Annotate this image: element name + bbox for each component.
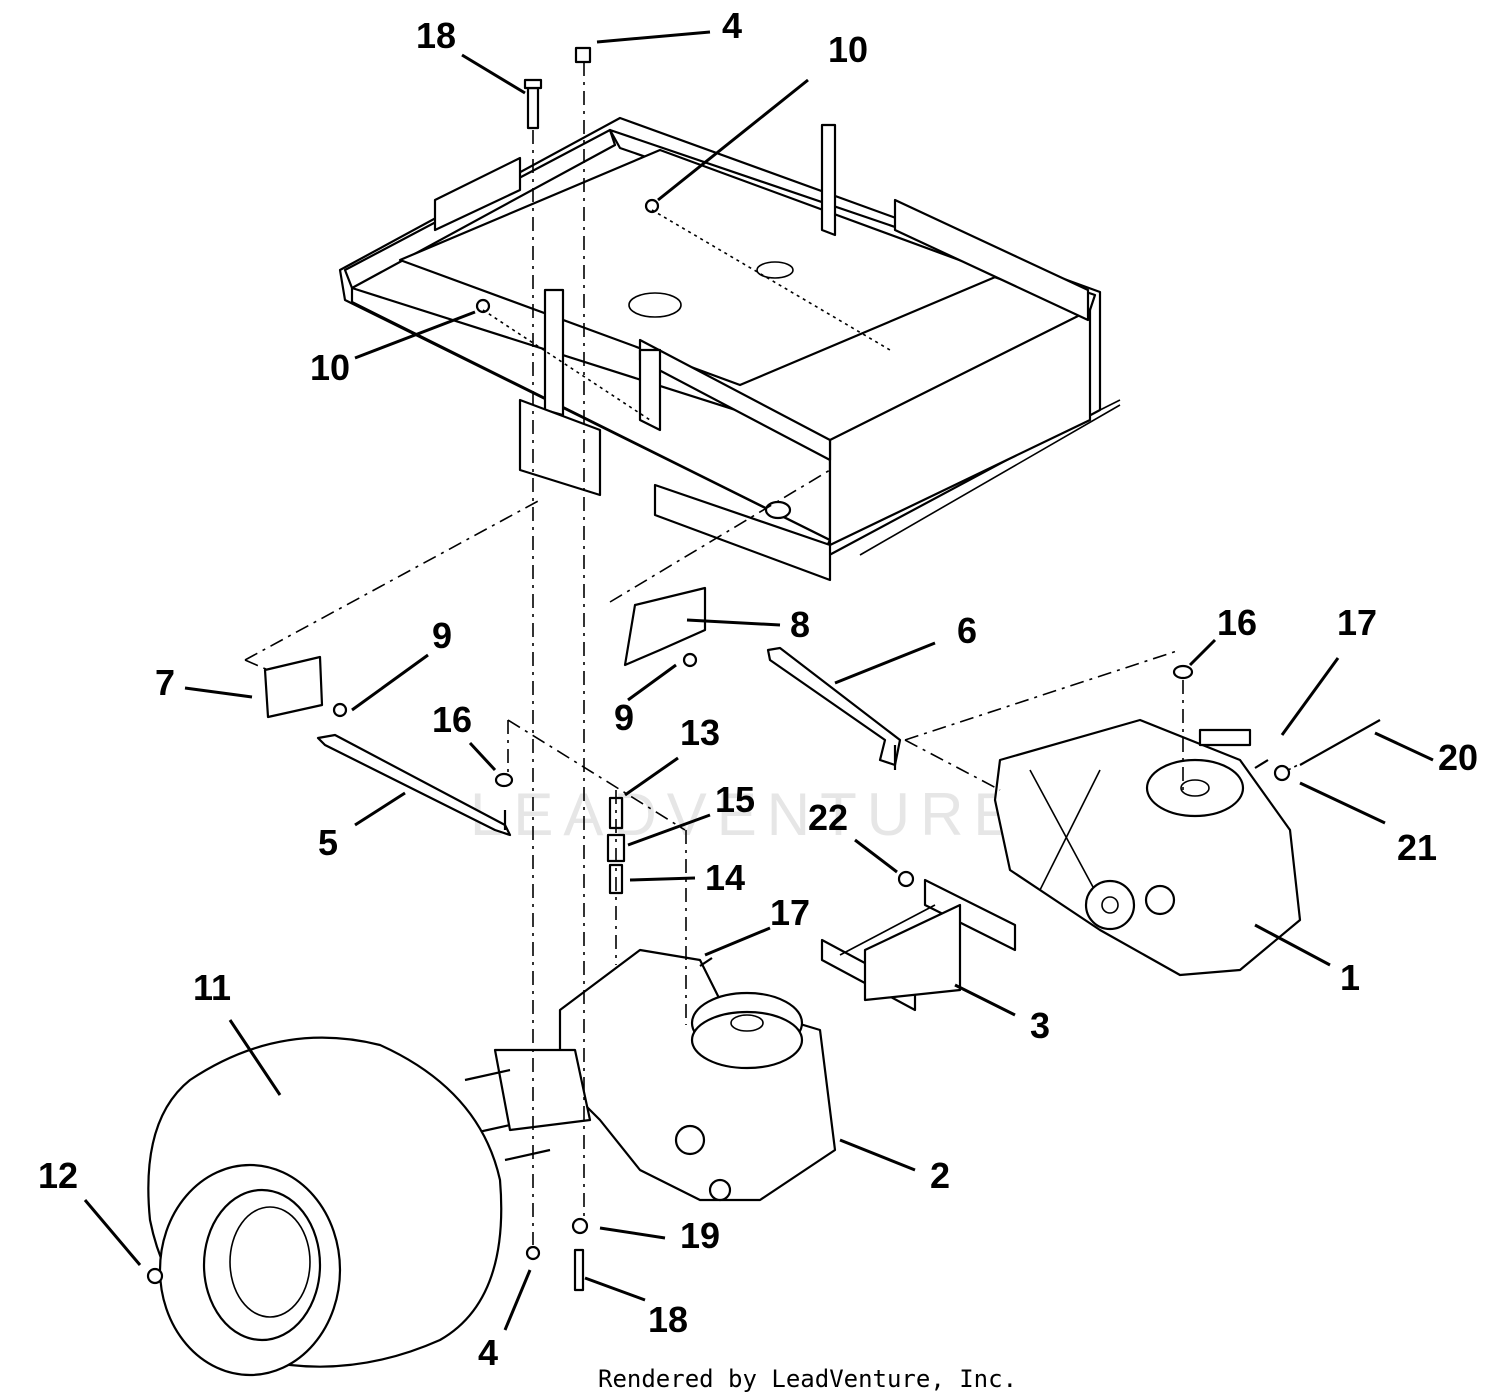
callout-10-upper-nut: 10 [828,29,868,70]
callout-9-bolt-right: 9 [614,697,634,738]
watermark-text: LEADVENTURE [470,781,1023,848]
callout-10-lower-nut: 10 [310,347,350,388]
callout-18-bottom-bolt: 18 [648,1299,688,1340]
callout-6-rod-right: 6 [957,610,977,651]
callout-17-pin-left: 17 [770,892,810,933]
callout-16-washer-right: 16 [1217,602,1257,643]
plate-right [623,586,707,667]
leader-lines [83,30,1434,1331]
callout-21-washer: 21 [1397,827,1437,868]
callout-11-tire: 11 [193,967,231,1008]
callout-12-lug-nut: 12 [38,1155,78,1196]
callout-22-nut: 22 [808,797,848,838]
centerlines [244,62,1301,1245]
rod-left [316,733,512,837]
rod-right [766,646,902,770]
plate-left [263,655,324,719]
callout-20-bolt: 20 [1438,737,1478,778]
callout-8-plate-right: 8 [790,604,810,645]
callout-18-top-bolt: 18 [416,15,456,56]
callout-17-pin-right: 17 [1337,602,1377,643]
transaxle-right [993,718,1302,977]
hardware [146,46,1381,1292]
transaxle-left [464,948,837,1202]
callout-14-fitting: 14 [705,857,745,898]
callout-13-fitting: 13 [680,712,720,753]
callout-19-washer: 19 [680,1215,720,1256]
callout-1-rh-transaxle: 1 [1340,957,1360,998]
callout-3-bracket: 3 [1030,1005,1050,1046]
callout-9-bolt-left: 9 [432,615,452,656]
rear-tire [147,1036,503,1377]
callout-5-rod-left: 5 [318,822,338,863]
callout-16-washer-left: 16 [432,699,472,740]
rendered-by-credit: Rendered by LeadVenture, Inc. [598,1365,1017,1393]
main-frame [338,116,1121,582]
callout-4-bottom-nut: 4 [478,1332,498,1373]
bracket [820,878,1017,1012]
callout-2-lh-transaxle: 2 [930,1155,950,1196]
callout-15-spacer: 15 [715,779,755,820]
callout-4-top-nut: 4 [722,5,742,46]
callout-7-plate-left: 7 [155,662,175,703]
